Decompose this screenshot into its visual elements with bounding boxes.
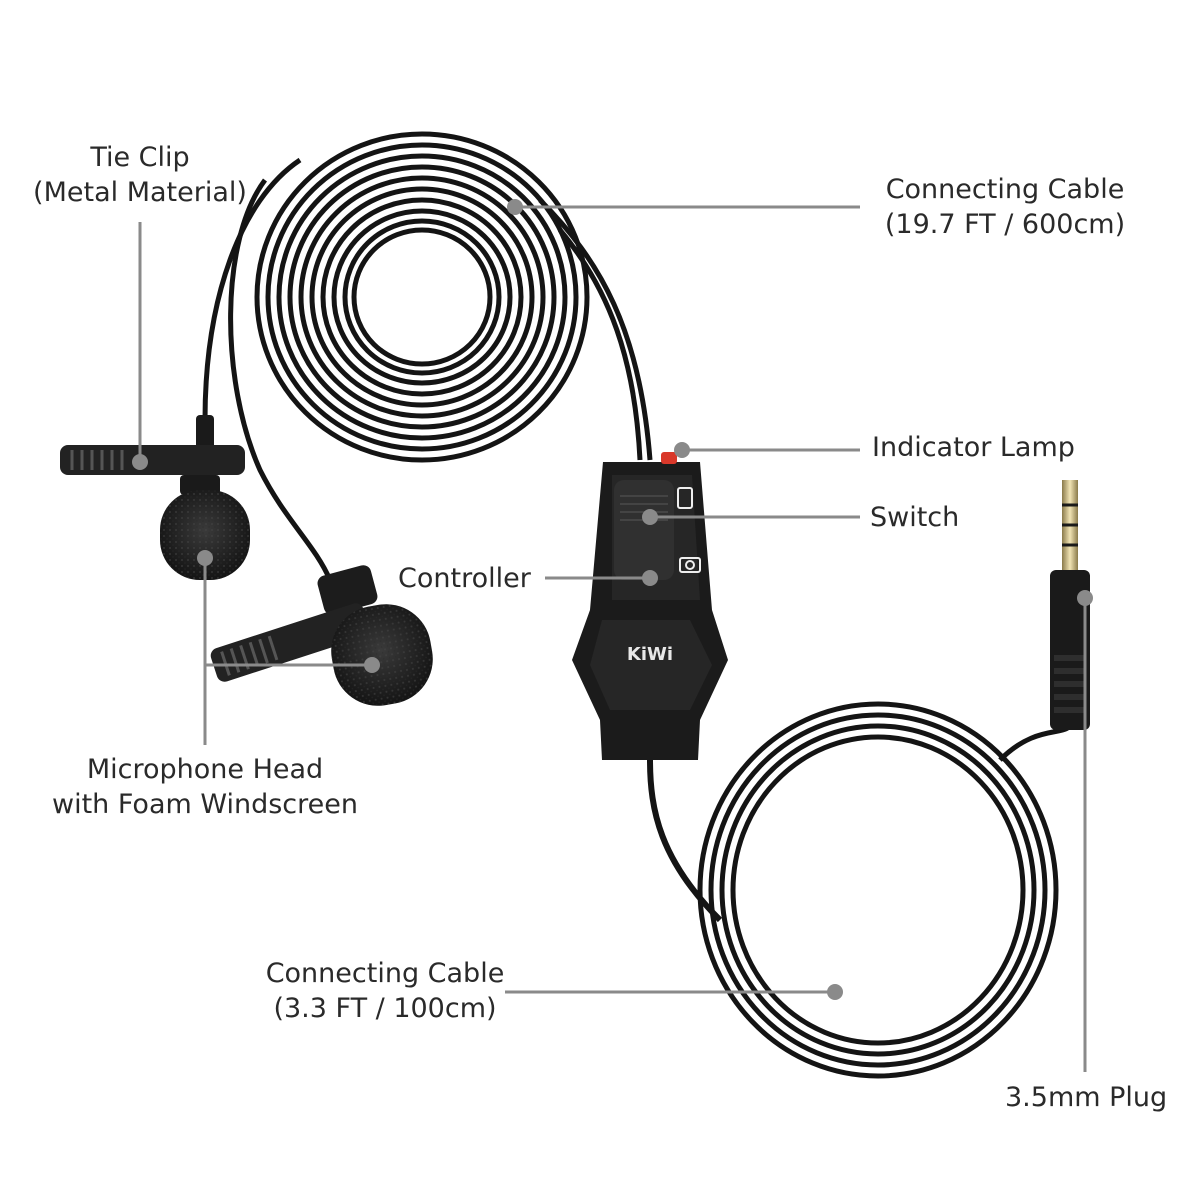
cable-long-title: Connecting Cable <box>885 174 1125 205</box>
label-switch: Switch <box>870 500 959 535</box>
cable-short-title: Connecting Cable <box>265 958 505 989</box>
leader-dots <box>132 199 1093 1000</box>
camera-mode-icon <box>679 557 701 573</box>
label-controller: Controller <box>398 561 531 596</box>
phone-mode-icon <box>677 487 693 509</box>
label-mic-head: Microphone Head with Foam Windscreen <box>40 752 370 822</box>
short-cable-coil <box>697 701 1059 1079</box>
tie-clip-subtitle: (Metal Material) <box>33 177 247 208</box>
label-indicator-lamp: Indicator Lamp <box>872 430 1075 465</box>
mic-head-subtitle: with Foam Windscreen <box>52 789 358 820</box>
foam-windscreen-2 <box>331 604 433 706</box>
switch-text: Switch <box>870 502 960 533</box>
long-cable-coil <box>254 131 590 463</box>
brand-logo: KiWi <box>627 644 673 665</box>
plug-text: 3.5mm Plug <box>1005 1082 1168 1113</box>
tie-clip-title: Tie Clip <box>90 142 190 173</box>
foam-windscreen-1 <box>160 490 250 580</box>
controller-body: KiWi <box>572 452 728 760</box>
cable-long-length: (19.7 FT / 600cm) <box>884 209 1126 240</box>
tie-clip-1 <box>60 415 245 495</box>
cable-to-controller-a <box>558 228 643 461</box>
label-plug: 3.5mm Plug <box>1005 1080 1167 1115</box>
cable-to-controller-b <box>538 198 653 461</box>
controller-text: Controller <box>398 563 531 594</box>
indicator-lamp-text: Indicator Lamp <box>872 432 1075 463</box>
label-tie-clip: Tie Clip (Metal Material) <box>20 140 260 210</box>
label-cable-short: Connecting Cable (3.3 FT / 100cm) <box>255 956 515 1026</box>
cable-to-clip-1 <box>202 157 302 421</box>
leader-lines <box>138 205 1087 1072</box>
plug-connector <box>1050 480 1090 730</box>
cable-short-length: (3.3 FT / 100cm) <box>273 993 497 1024</box>
indicator-lamp-light <box>661 452 677 464</box>
mic-head-title: Microphone Head <box>86 754 324 785</box>
cable-to-clip-2 <box>228 178 333 581</box>
label-cable-long: Connecting Cable (19.7 FT / 600cm) <box>870 172 1140 242</box>
tie-clip-2 <box>210 565 378 682</box>
